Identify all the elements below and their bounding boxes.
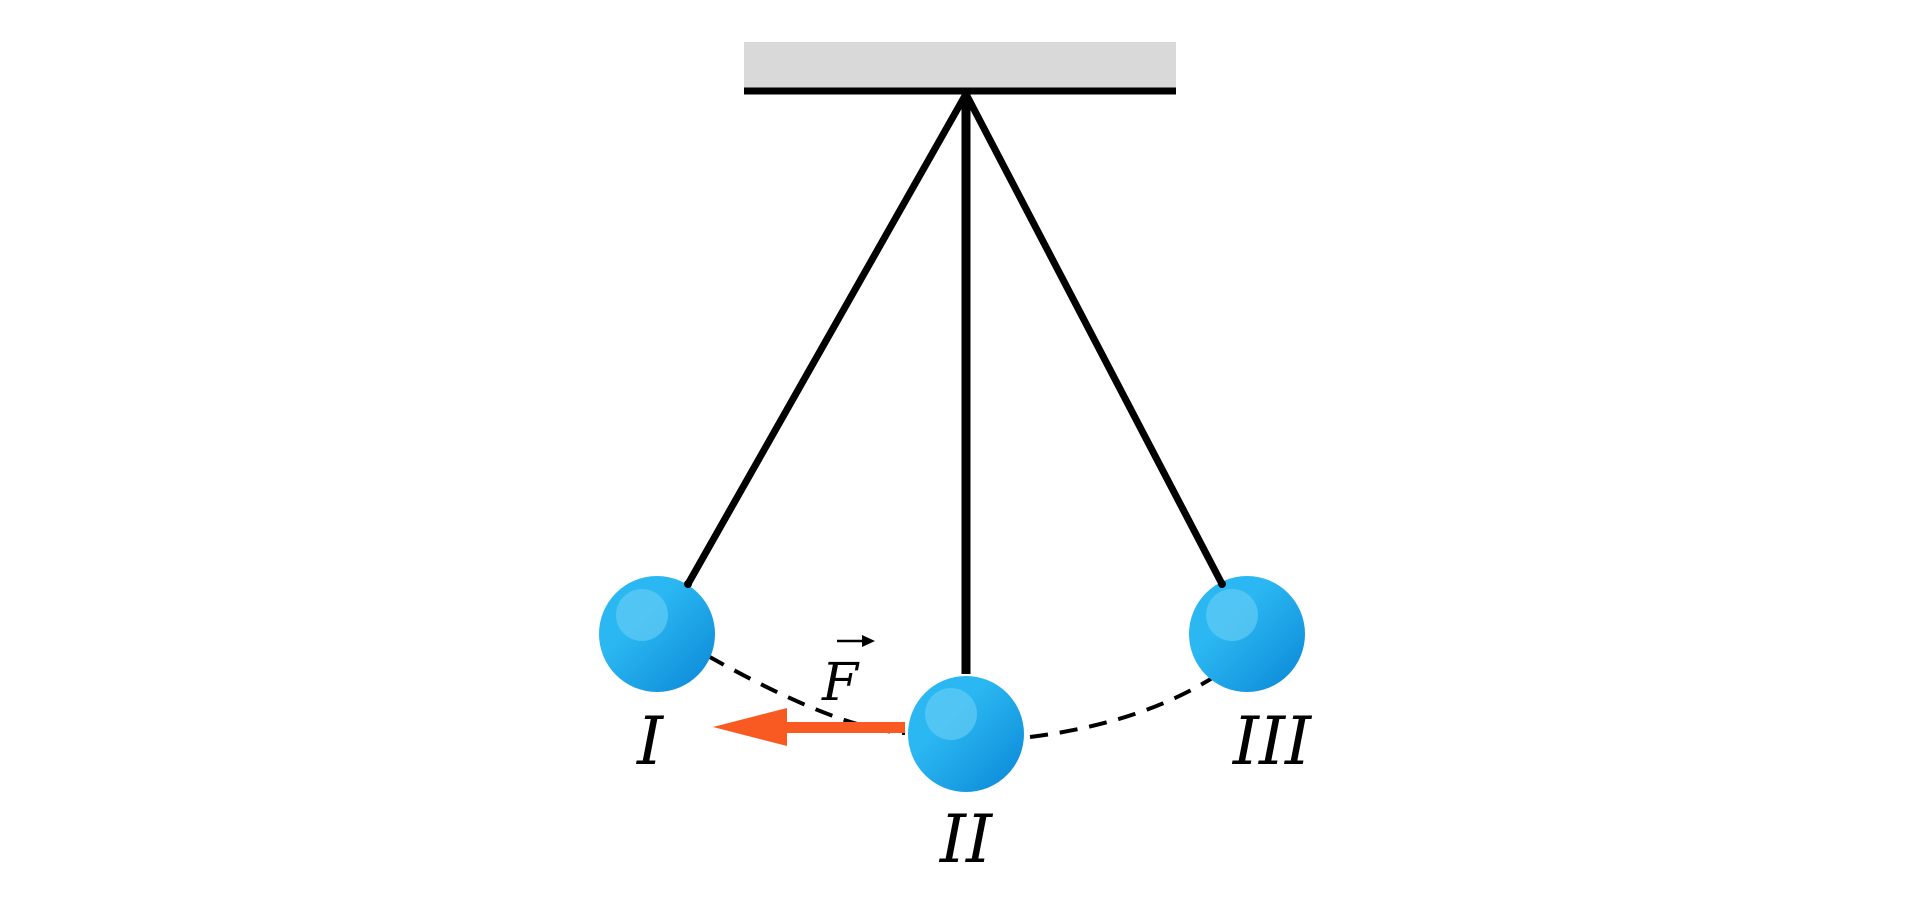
bob-center-highlight bbox=[925, 688, 977, 740]
force-arrow-head bbox=[713, 708, 787, 746]
bob-left-highlight bbox=[616, 589, 668, 641]
force-label: F bbox=[821, 653, 860, 713]
force-arrow bbox=[713, 708, 905, 746]
vector-arrow-head bbox=[862, 635, 875, 647]
force-arrow-shaft bbox=[783, 722, 905, 733]
strings bbox=[684, 90, 1226, 674]
bob-right-highlight bbox=[1206, 589, 1258, 641]
attach-dot-right bbox=[1218, 580, 1226, 588]
ceiling-block bbox=[744, 42, 1176, 88]
position-label-iii: III bbox=[1232, 703, 1313, 780]
position-label-ii: II bbox=[939, 801, 994, 878]
string-right bbox=[962, 90, 1226, 588]
force-label-group: F bbox=[821, 635, 875, 713]
bob-left bbox=[599, 576, 715, 692]
position-label-i: I bbox=[636, 703, 665, 780]
bob-right bbox=[1189, 576, 1305, 692]
ceiling-support bbox=[744, 42, 1176, 95]
attach-dot-left bbox=[684, 580, 692, 588]
bob-center bbox=[908, 676, 1024, 792]
string-left bbox=[684, 90, 970, 588]
